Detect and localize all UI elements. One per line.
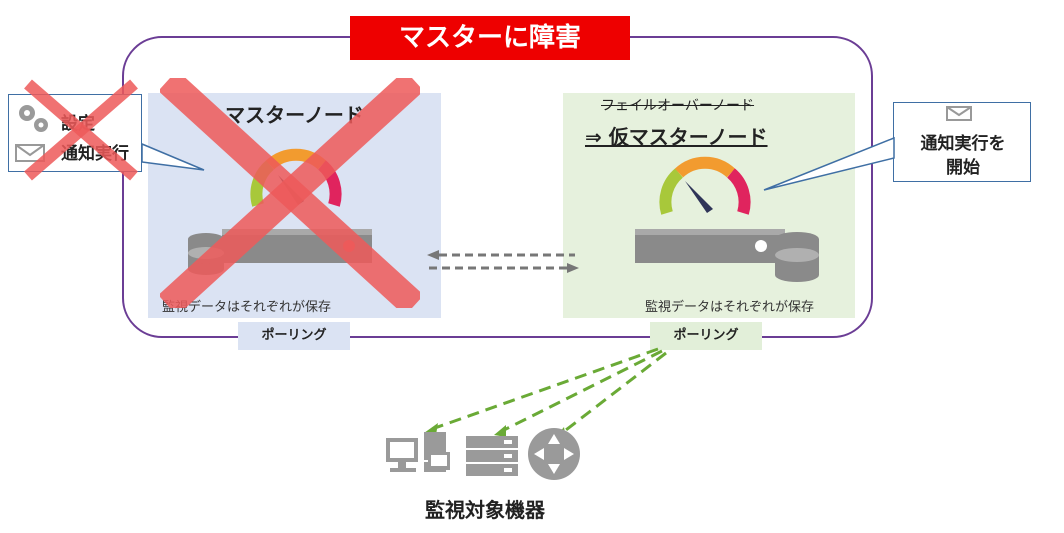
- gauge-icon: [659, 156, 751, 215]
- temp-master-title: ⇒ 仮マスターノード: [585, 125, 768, 149]
- right-callout-line2: 開始: [946, 158, 980, 178]
- master-node-title: マスターノード: [225, 103, 364, 127]
- computers-icon: [386, 432, 450, 472]
- mail-icon: [946, 106, 972, 121]
- right-callout-line1: 通知実行を: [920, 134, 1006, 154]
- failure-banner: マスターに障害: [350, 16, 630, 60]
- callout-cross-icon: [24, 79, 138, 181]
- failover-node-panel: フェイルオーバーノード ⇒ 仮マスターノード 監視データはそれぞれが保存: [563, 93, 855, 318]
- left-callout-pointer: [142, 143, 205, 171]
- failure-cross-icon: [160, 78, 420, 308]
- right-callout: 通知実行を 開始: [893, 102, 1031, 182]
- server-icon: [635, 229, 819, 282]
- failover-old-title: フェイルオーバーノード: [601, 98, 755, 114]
- master-data-note: 監視データはそれぞれが保存: [162, 300, 332, 315]
- gears-icon: [19, 105, 48, 132]
- mail-icon: [15, 144, 45, 162]
- right-callout-pointer: [763, 136, 895, 191]
- master-polling-label: ポーリング: [238, 322, 350, 350]
- router-icon: [528, 428, 580, 480]
- failover-data-note: 監視データはそれぞれが保存: [645, 300, 815, 315]
- targets-label: 監視対象機器: [425, 498, 545, 522]
- failover-polling-label: ポーリング: [650, 322, 762, 350]
- sync-arrows: [427, 250, 579, 273]
- target-devices: [386, 428, 580, 480]
- server-icon: [466, 436, 518, 476]
